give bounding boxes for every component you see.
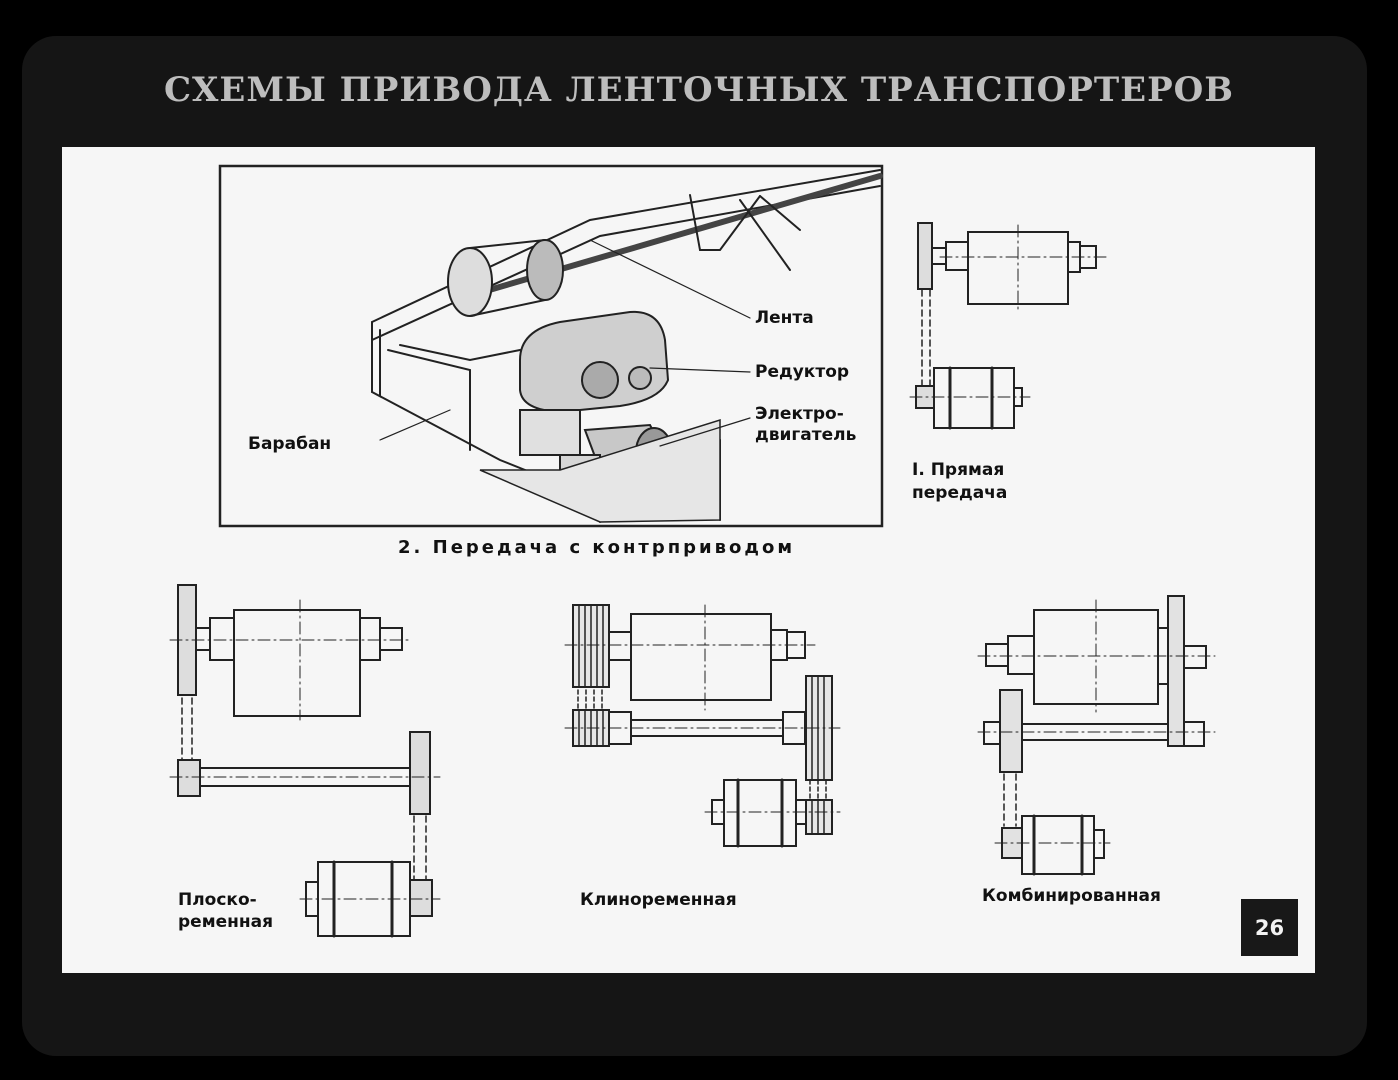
main-drawing-frame [218, 164, 884, 528]
label-belt: Лента [755, 308, 814, 328]
direct-drive-caption-line1: I. Прямая [912, 460, 1005, 480]
flat-belt-schematic [169, 584, 441, 938]
diagram-board [62, 147, 1315, 973]
direct-drive-schematic [909, 222, 1111, 430]
direct-drive-caption-line2: передача [912, 483, 1008, 503]
flat-belt-caption-line1: Плоско- [178, 890, 257, 910]
label-drum: Барабан [248, 434, 332, 454]
label-motor-line2: двигатель [755, 425, 857, 445]
page-number: 26 [1241, 899, 1298, 956]
combined-schematic [977, 595, 1216, 876]
v-belt-schematic [564, 604, 841, 848]
main-figure-caption: 2. Передача с контрприводом [398, 537, 796, 558]
label-reducer: Редуктор [755, 362, 850, 382]
slide-title: СХЕМЫ ПРИВОДА ЛЕНТОЧНЫХ ТРАНСПОРТЕРОВ [163, 70, 1235, 110]
flat-belt-caption-line2: ременная [178, 912, 274, 932]
label-motor-line1: Электро- [755, 404, 844, 424]
combined-caption: Комбинированная [982, 886, 1161, 906]
v-belt-caption: Клиноременная [580, 890, 737, 910]
conveyor-illustration [371, 169, 883, 523]
